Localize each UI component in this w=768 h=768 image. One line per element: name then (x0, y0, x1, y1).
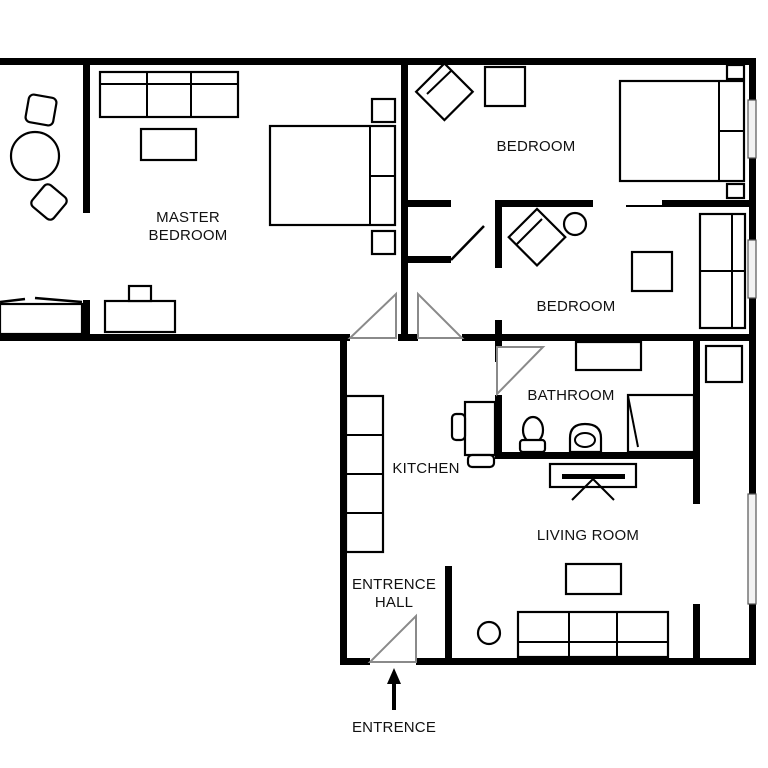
entrance-label: ENTRENCE (352, 719, 436, 736)
bathroom-furniture (518, 340, 744, 454)
master-bedroom-label-2: BEDROOM (149, 227, 228, 244)
bedroom-2-label: BEDROOM (537, 298, 616, 315)
doors (0, 205, 662, 663)
entrance-hall-label-2: HALL (375, 594, 413, 611)
bedroom-1-furniture (414, 61, 746, 200)
walls (0, 58, 756, 665)
arrow-up-icon (387, 668, 401, 710)
kitchen-label: KITCHEN (392, 460, 459, 477)
windows (747, 99, 757, 605)
bedroom-1-label: BEDROOM (497, 138, 576, 155)
entrance-hall-label-1: ENTRENCE (352, 576, 436, 593)
living-room-label: LIVING ROOM (537, 527, 639, 544)
bedroom-2-furniture (507, 207, 747, 330)
master-bedroom-furniture (9, 70, 397, 334)
master-bedroom-label-1: MASTER (156, 209, 220, 226)
living-room-furniture (476, 462, 670, 659)
bathroom-label: BATHROOM (527, 387, 614, 404)
kitchen-furniture (344, 394, 497, 554)
